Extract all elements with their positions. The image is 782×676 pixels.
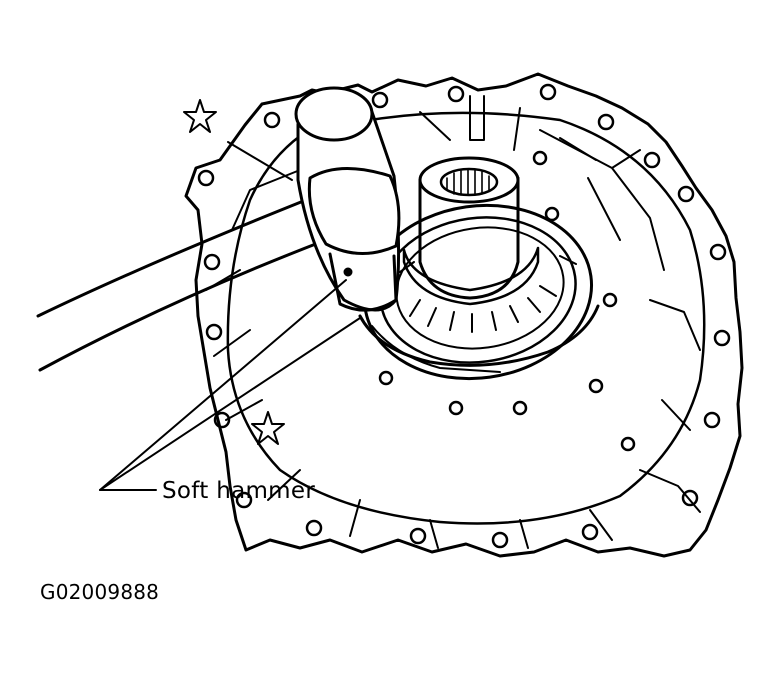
shaft-bore <box>439 167 499 197</box>
leader-line <box>99 317 361 491</box>
leader-line <box>99 279 347 491</box>
soft-hammer-label: Soft hammer <box>162 478 316 504</box>
bolt-holes <box>197 83 731 549</box>
hammer-head-band <box>307 167 401 256</box>
shaft-splines <box>446 169 490 196</box>
case-inner-ridge <box>226 111 706 525</box>
figure-id: G02009888 <box>40 580 160 604</box>
star-marker-icon <box>183 99 217 133</box>
pointer-line <box>227 141 293 181</box>
hammer-head-lower <box>328 252 398 312</box>
shaft-top <box>418 156 520 204</box>
star-marker-icon <box>251 411 285 445</box>
case-rib <box>419 95 597 161</box>
case-rib <box>205 129 701 549</box>
hammer-pin <box>343 267 353 277</box>
seal-lip <box>358 304 600 367</box>
hammer-handle <box>38 238 328 372</box>
hammer-face-top <box>294 86 374 142</box>
seal-lip <box>371 325 501 373</box>
shaft-collar <box>402 246 540 306</box>
hammer-handle <box>36 194 318 318</box>
